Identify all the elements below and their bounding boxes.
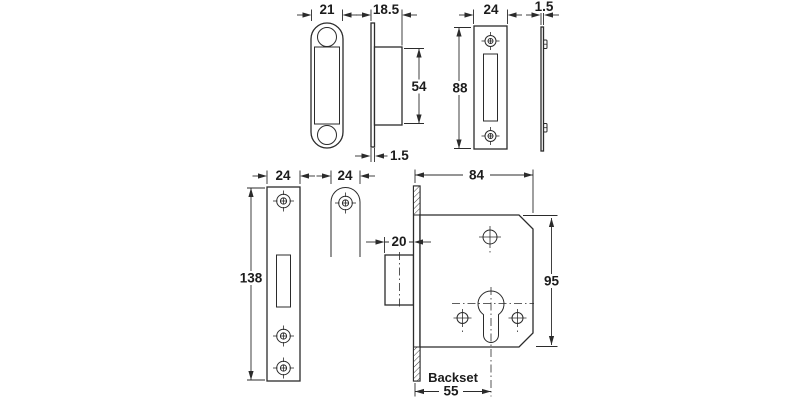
euro-cylinder-cutout bbox=[477, 290, 505, 343]
dimension-label: 88 bbox=[452, 81, 468, 96]
long-faceplate-front-view: 24 138 bbox=[236, 168, 315, 382]
short-faceplate-side-plate bbox=[540, 26, 545, 152]
dimension-label: 54 bbox=[411, 79, 427, 94]
backset-label: Backset bbox=[428, 370, 479, 385]
fixing-hole-left bbox=[453, 309, 472, 332]
dimension-label: 1.5 bbox=[390, 148, 409, 163]
dimension-label: 24 bbox=[275, 168, 291, 183]
spindle-hole bbox=[479, 226, 501, 253]
dimension-label: 21 bbox=[319, 2, 335, 17]
lock-faceplate-hatch-top bbox=[413, 185, 421, 216]
dimension-bolt-throw: 20 bbox=[366, 234, 431, 253]
dimension-label: 18.5 bbox=[373, 2, 400, 17]
strike-plate-hole-bottom bbox=[317, 125, 337, 145]
dust-box-body bbox=[330, 187, 361, 257]
strike-plate-side-box bbox=[373, 46, 403, 126]
dimension-label: 24 bbox=[337, 168, 353, 183]
dimension-label: 24 bbox=[483, 2, 499, 17]
fixing-hole-right bbox=[508, 309, 527, 332]
dimension-label: 1.5 bbox=[535, 0, 554, 14]
dimension-case-height: 95 bbox=[523, 215, 563, 347]
strike-plate-front-view: 21 bbox=[297, 2, 357, 149]
long-faceplate-cutout bbox=[276, 254, 291, 308]
strike-plate-side-view: 18.5 54 1.5 bbox=[355, 2, 430, 163]
lock-faceplate-hatch-bottom bbox=[413, 346, 421, 382]
lock-case-side-view: 84 95 20 55 bbox=[366, 168, 563, 399]
dimension-label: 84 bbox=[469, 168, 485, 183]
dimension-case-width: 84 bbox=[414, 168, 534, 213]
dust-box-front-view: 24 bbox=[316, 168, 375, 257]
dimension-strike-width: 21 bbox=[297, 2, 357, 21]
dimension-label: 55 bbox=[443, 384, 459, 399]
dimension-dust-box-width: 24 bbox=[316, 168, 375, 184]
dimension-long-faceplate-width: 24 bbox=[252, 168, 315, 184]
short-faceplate-cutout bbox=[483, 53, 498, 122]
dimension-label: 20 bbox=[391, 234, 406, 249]
lock-case-body bbox=[419, 214, 534, 348]
dimension-side-plate-thickness: 1.5 bbox=[526, 0, 559, 25]
dimension-short-faceplate-width: 24 bbox=[459, 2, 522, 24]
strike-plate-cutout bbox=[314, 46, 340, 125]
short-faceplate-front-view: 24 88 bbox=[448, 2, 522, 150]
dimension-strike-plate-thickness: 1.5 bbox=[355, 148, 409, 163]
dimension-backset: 55 Backset bbox=[414, 370, 491, 399]
dimension-strike-depth: 18.5 bbox=[356, 2, 417, 46]
long-faceplate-body bbox=[266, 186, 301, 382]
dimension-label: 95 bbox=[544, 274, 560, 289]
short-faceplate-side-view: 1.5 bbox=[526, 0, 559, 152]
dimension-long-faceplate-height: 138 bbox=[236, 187, 266, 381]
strike-plate-body bbox=[310, 22, 344, 149]
dimension-short-faceplate-height: 88 bbox=[448, 27, 471, 149]
dimension-label: 138 bbox=[240, 271, 263, 286]
dimension-strike-box-height: 54 bbox=[404, 48, 430, 124]
